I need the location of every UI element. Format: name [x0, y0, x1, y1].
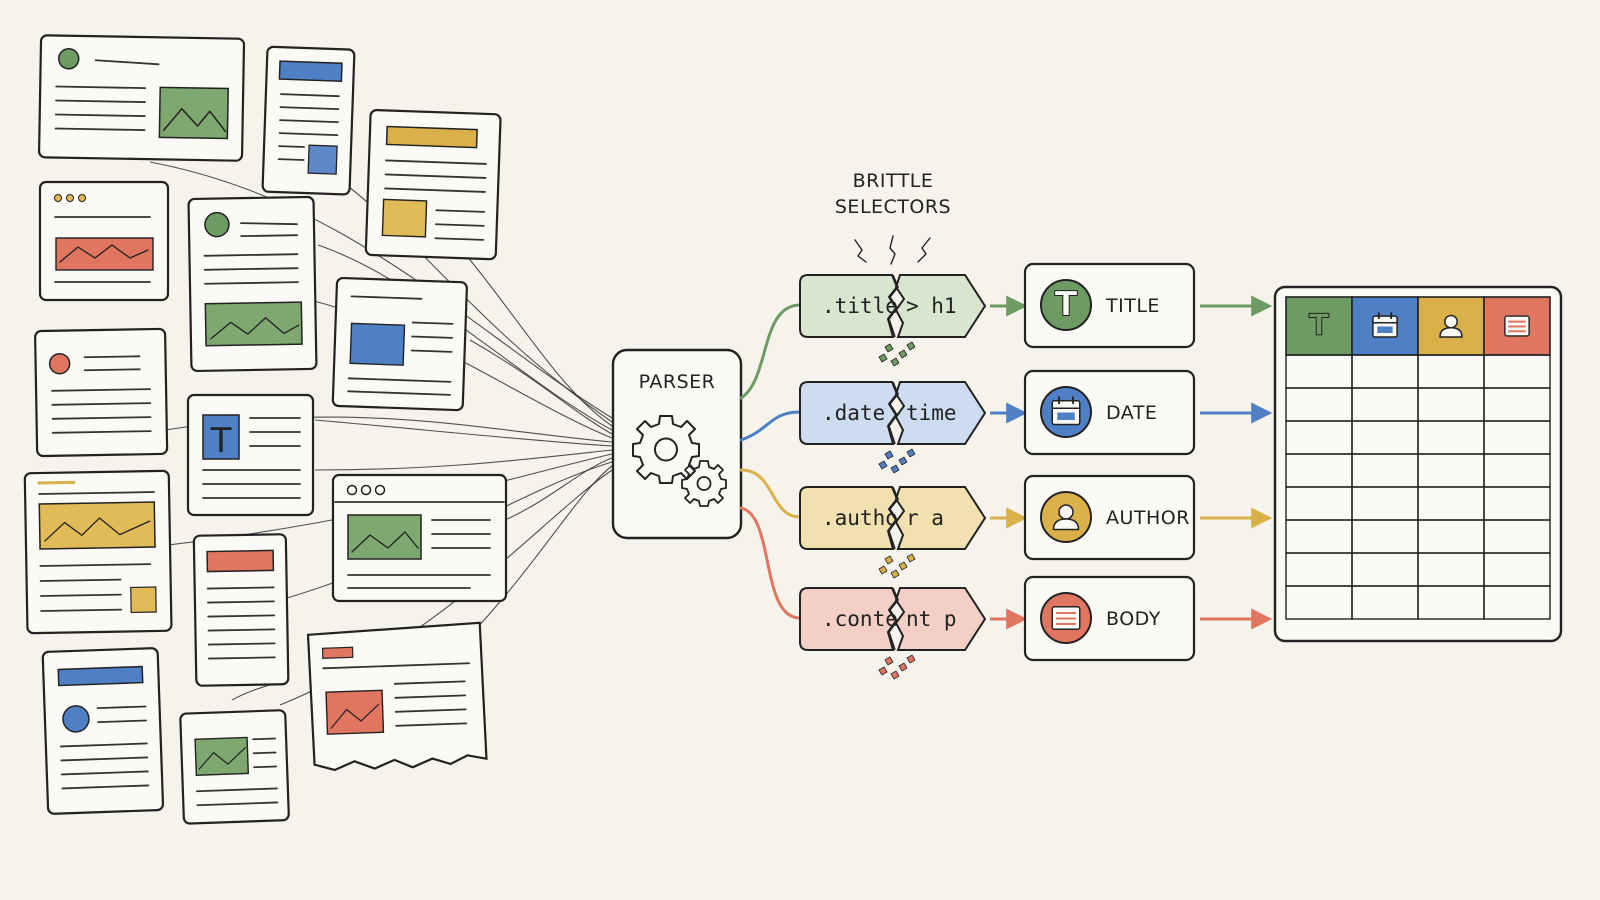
document-card — [306, 621, 488, 772]
field-card: T TITLE — [1023, 262, 1196, 349]
crack-spark-icon — [854, 235, 931, 265]
lines-icon — [1504, 315, 1530, 337]
table-header-cell: T — [1285, 296, 1353, 356]
debris-fragments — [878, 448, 916, 474]
selector-tag: .autho r a — [799, 486, 987, 550]
brittle-selectors-annotation: BRITTLE SELECTORS — [835, 170, 951, 265]
field-card: BODY — [1023, 575, 1196, 662]
table-header-cell — [1417, 296, 1485, 356]
lines-icon — [1051, 606, 1081, 630]
selector-text-right: time — [906, 401, 957, 425]
title-t-icon: T — [1054, 284, 1078, 324]
selector-tag: .date time — [799, 381, 987, 445]
gear-icon — [632, 415, 700, 484]
debris-fragments — [878, 654, 916, 680]
selector-text-left: .autho — [822, 506, 898, 530]
web-documents: T — [23, 34, 508, 825]
document-card — [331, 473, 508, 603]
document-card — [261, 45, 356, 196]
selector-rows: .title > h1 T TITLE .date time DATE .autho r a AU… — [799, 262, 1273, 680]
selector-text-left: .title — [822, 294, 898, 318]
document-card — [41, 647, 165, 815]
selector-row: .date time DATE — [799, 369, 1273, 474]
table-cell — [1483, 585, 1551, 620]
selector-text-left: .conte — [822, 607, 898, 631]
table-header-cell — [1351, 296, 1419, 356]
parser-label: PARSER — [639, 371, 716, 393]
svg-text:T: T — [210, 421, 232, 461]
calendar-icon — [1372, 312, 1398, 338]
selector-row: .autho r a AUTHOR — [799, 474, 1273, 579]
selector-text-right: > h1 — [906, 294, 957, 318]
document-card — [38, 180, 170, 302]
person-icon — [1052, 504, 1080, 531]
document-card — [179, 709, 290, 825]
parser-connectors — [739, 303, 802, 620]
annotation-line-1: BRITTLE — [853, 170, 934, 192]
field-label: TITLE — [1105, 295, 1160, 317]
field-card: DATE — [1023, 369, 1196, 456]
document-card — [331, 276, 468, 412]
output-table: T — [1273, 285, 1563, 643]
person-icon — [1439, 314, 1463, 338]
field-label: AUTHOR — [1106, 507, 1190, 529]
table-header-cell — [1483, 296, 1551, 356]
document-card — [34, 327, 169, 458]
document-card — [37, 34, 246, 162]
gear-icon — [681, 460, 727, 507]
selector-text-left: .date — [822, 401, 885, 425]
document-card — [192, 533, 290, 687]
document-card — [23, 469, 173, 635]
document-card: T — [186, 393, 315, 517]
document-card — [187, 195, 318, 373]
selector-text-right: r a — [906, 506, 944, 530]
svg-text:T: T — [1309, 308, 1330, 343]
svg-text:T: T — [1054, 285, 1077, 324]
field-label: DATE — [1106, 402, 1157, 424]
selector-row: .title > h1 T TITLE — [799, 262, 1273, 367]
calendar-icon — [1051, 396, 1081, 426]
title-t-icon: T — [1308, 308, 1330, 344]
parser-box: PARSER — [611, 348, 743, 540]
annotation-line-2: SELECTORS — [835, 196, 951, 218]
debris-fragments — [878, 553, 916, 579]
selector-tag: .conte nt p — [799, 587, 987, 651]
field-label: BODY — [1106, 608, 1161, 630]
document-card — [364, 108, 502, 261]
selector-tag: .title > h1 — [799, 274, 987, 338]
field-card: AUTHOR — [1023, 474, 1196, 561]
selector-text-right: nt p — [906, 607, 957, 631]
selector-row: .conte nt p BODY — [799, 575, 1273, 680]
debris-fragments — [878, 341, 916, 367]
